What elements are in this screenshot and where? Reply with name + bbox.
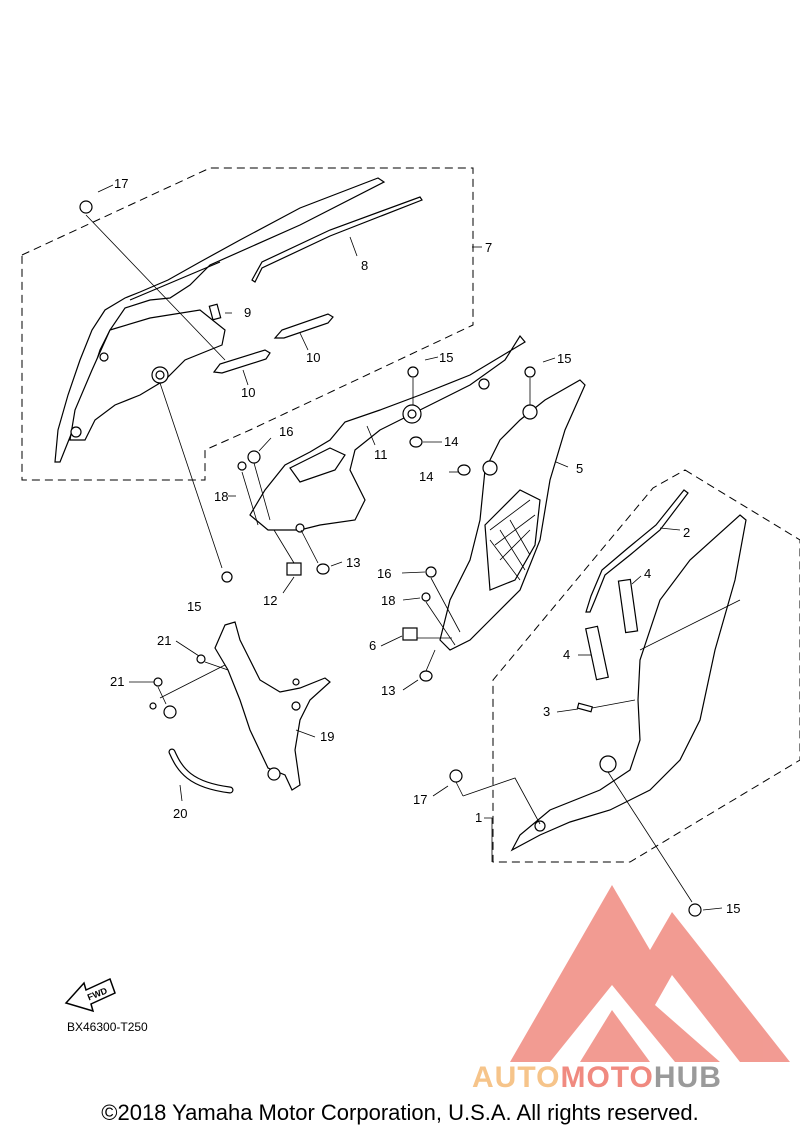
fwd-arrow: FWD [64,977,116,1013]
callout-7: 7 [485,240,492,255]
part-2-strip [585,489,689,613]
callout-4: 4 [563,647,570,662]
callout-20: 20 [173,806,187,821]
callout-14: 14 [444,434,458,449]
callout-19: 19 [320,729,334,744]
callout-11: 11 [374,447,388,462]
part-10-strip-upper [273,313,334,339]
part-5-inner-panel [439,379,586,651]
wordmark-moto: MOTO [560,1061,653,1094]
group-box-7 [21,167,474,481]
part-8-strip [251,196,423,283]
part-1-lower-cover [510,514,747,852]
copyright-notice: ©2018 Yamaha Motor Corporation, U.S.A. A… [101,1100,699,1125]
part-19-bracket [214,621,331,791]
part-10-strip-lower [212,349,271,374]
wordmark-auto: AUTO [472,1061,560,1094]
callout-13: 13 [381,683,395,698]
callout-10: 10 [241,385,255,400]
svg-text:AUTOMOTOHUB: AUTOMOTOHUB [472,1061,722,1094]
part-20-hose-inner [169,749,233,793]
callout-16: 16 [279,424,293,439]
part-11-center-cover [249,334,526,533]
fasteners [79,200,702,917]
callout-15: 15 [187,599,201,614]
callout-15: 15 [726,901,740,916]
callout-9: 9 [244,305,251,320]
callout-21: 21 [110,674,124,689]
callout-2: 2 [683,525,690,540]
callout-15: 15 [439,350,453,365]
callout-6: 6 [369,638,376,653]
callout-17: 17 [413,792,427,807]
wordmark-hub: HUB [654,1061,722,1094]
callout-14: 14 [419,469,433,484]
callout-5: 5 [576,461,583,476]
callout-18: 18 [381,593,395,608]
callout-4: 4 [644,566,651,581]
callout-15: 15 [557,351,571,366]
automotohub-logo [510,885,790,1062]
callout-8: 8 [361,258,368,273]
callout-21: 21 [157,633,171,648]
callout-3: 3 [543,704,550,719]
part-9-clip [208,303,222,321]
part-7-side-cover [54,177,386,463]
callout-13: 13 [346,555,360,570]
part-3-clip [576,702,594,713]
part-code: BX46300-T250 [67,1020,148,1034]
callout-12: 12 [263,593,277,608]
callout-10: 10 [306,350,320,365]
callout-1: 1 [475,810,482,825]
group-box-1 [492,469,800,863]
callout-17: 17 [114,176,128,191]
automotohub-wordmark: AUTOMOTOHUB [472,1061,722,1094]
leader-lines [85,184,723,911]
part-4-strip-upper [617,578,639,634]
callout-16: 16 [377,566,391,581]
callout-18: 18 [214,489,228,504]
part-4-strip-lower [585,625,609,681]
